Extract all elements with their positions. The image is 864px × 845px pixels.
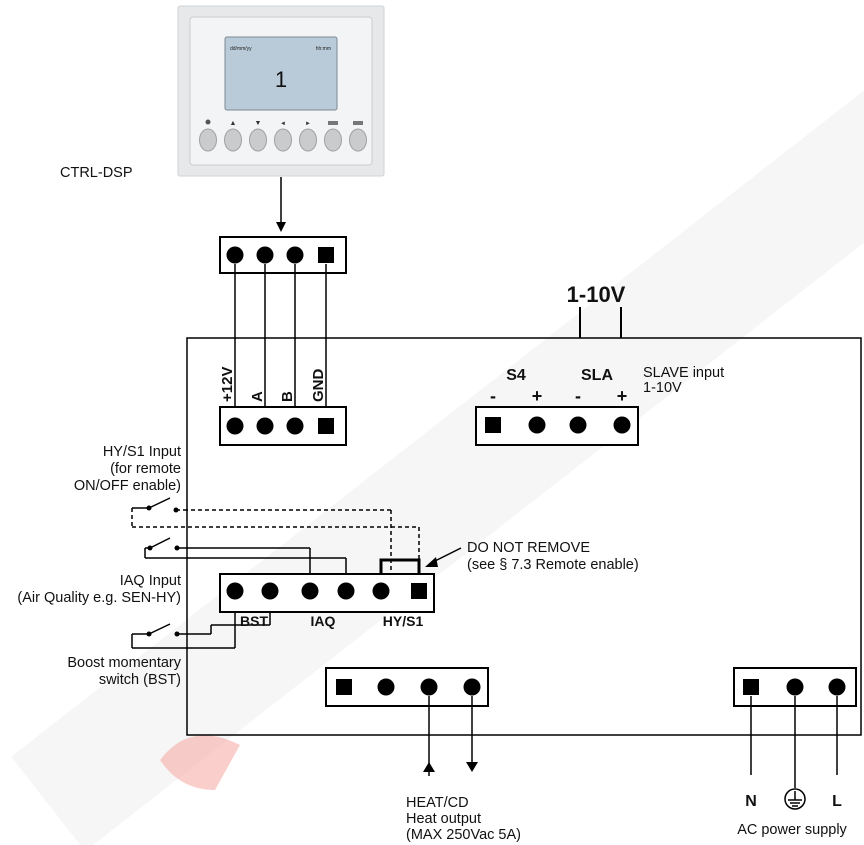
s4-minus-pin [485,417,501,433]
slave-input-line-2: 1-10V [643,380,682,396]
svg-text:►: ► [305,121,311,127]
s4-label: S4 [506,367,526,384]
sla-plus-pin [613,416,631,434]
svg-text:▲: ▲ [230,119,237,127]
input-pin-hys1-2 [411,583,427,599]
ac-pin-earth [786,678,804,696]
bus-pin-a [256,417,274,435]
do-not-remove-line-1: DO NOT REMOVE [467,540,590,556]
boost-switch-line-1: Boost momentary [67,655,181,671]
ctrl-dsp-label: CTRL-DSP [60,165,133,181]
hy-input-line-1: HY/S1 Input [103,444,181,460]
terminal-label-b: B [279,391,296,402]
input-pin-iaq-1 [301,582,319,600]
s4-minus: - [490,386,496,406]
button-down[interactable] [249,128,267,152]
bus-pin-b [286,417,304,435]
iaq-label: IAQ [311,613,336,629]
bus-wires [234,264,327,416]
heat-line-1: HEAT/CD [406,795,469,811]
button-menu[interactable] [324,128,342,152]
hy-jumper [379,558,421,578]
button-right[interactable] [299,128,317,152]
heat-line-2: Heat output [406,811,481,827]
watermark-accent [160,735,240,790]
button-up[interactable] [224,128,242,152]
boost-switch-line-2: switch (BST) [99,672,181,688]
ac-pin-l [828,678,846,696]
top-pin-a [256,246,274,264]
svg-text:▼: ▼ [255,119,262,127]
display-buttons: ▲ ▼ ◄ ► [199,119,367,152]
heat-pin-4 [463,678,481,696]
ac-l-label: L [832,793,842,810]
sla-minus-pin [569,416,587,434]
terminal-label-12v: +12V [219,367,236,402]
heat-connector [325,667,489,707]
sla-plus: + [617,386,628,406]
voltage-input-label: 1-10V [567,282,626,307]
sla-minus: - [575,386,581,406]
iaq-input-line-2: (Air Quality e.g. SEN-HY) [17,590,181,606]
do-not-remove-line-2: (see § 7.3 Remote enable) [467,557,639,573]
bst-label: BST [240,613,268,629]
ac-n-label: N [745,793,757,810]
input-pin-bst-1 [226,582,244,600]
s4-plus: + [532,386,543,406]
hy-input-line-3: ON/OFF enable) [74,478,181,494]
iaq-input-line-1: IAQ Input [120,573,181,589]
heat-arrow-down [466,762,478,772]
svg-text:◄: ◄ [280,121,286,127]
top-pin-b [286,246,304,264]
top-pin-12v [226,246,244,264]
ac-power-label: AC power supply [737,822,847,838]
sla-label: SLA [581,367,613,384]
watermark [11,79,864,845]
top-pin-gnd [318,247,334,263]
heat-pin-1 [336,679,352,695]
bus-pin-12v [226,417,244,435]
button-left[interactable] [274,128,292,152]
jumper-pointer-head [425,557,438,567]
screen-value: 1 [275,67,287,92]
input-pin-iaq-2 [337,582,355,600]
input-pin-bst-2 [261,582,279,600]
heat-line-3: (MAX 250Vac 5A) [406,827,521,843]
heat-arrow-up [423,762,435,772]
s4-sla-connector [475,406,639,446]
s4-plus-pin [528,416,546,434]
terminal-label-gnd: GND [310,369,327,403]
hy-input-line-2: (for remote [110,461,181,477]
top-connector [219,236,347,274]
screen-date: dd/mm/yy [230,46,252,52]
input-pin-hys1-1 [372,582,390,600]
display-arrowhead [276,222,286,232]
ac-pin-n [743,679,759,695]
button-power[interactable] [199,128,217,152]
button-enter[interactable] [349,128,367,152]
display-screen [224,36,338,111]
ctrl-dsp-device: dd/mm/yy hh:mm 1 ▲ ▼ ◄ ► [177,5,385,177]
bus-connector [219,406,347,446]
bus-pin-gnd [318,418,334,434]
terminal-label-a: A [249,391,266,402]
controller-box [186,337,862,736]
input-connector [219,573,435,613]
heat-pin-3 [420,678,438,696]
heat-pin-2 [377,678,395,696]
screen-time: hh:mm [316,46,331,52]
slave-input-line-1: SLAVE input [643,365,724,381]
hys1-label: HY/S1 [383,613,424,629]
ground-icon [784,788,806,810]
